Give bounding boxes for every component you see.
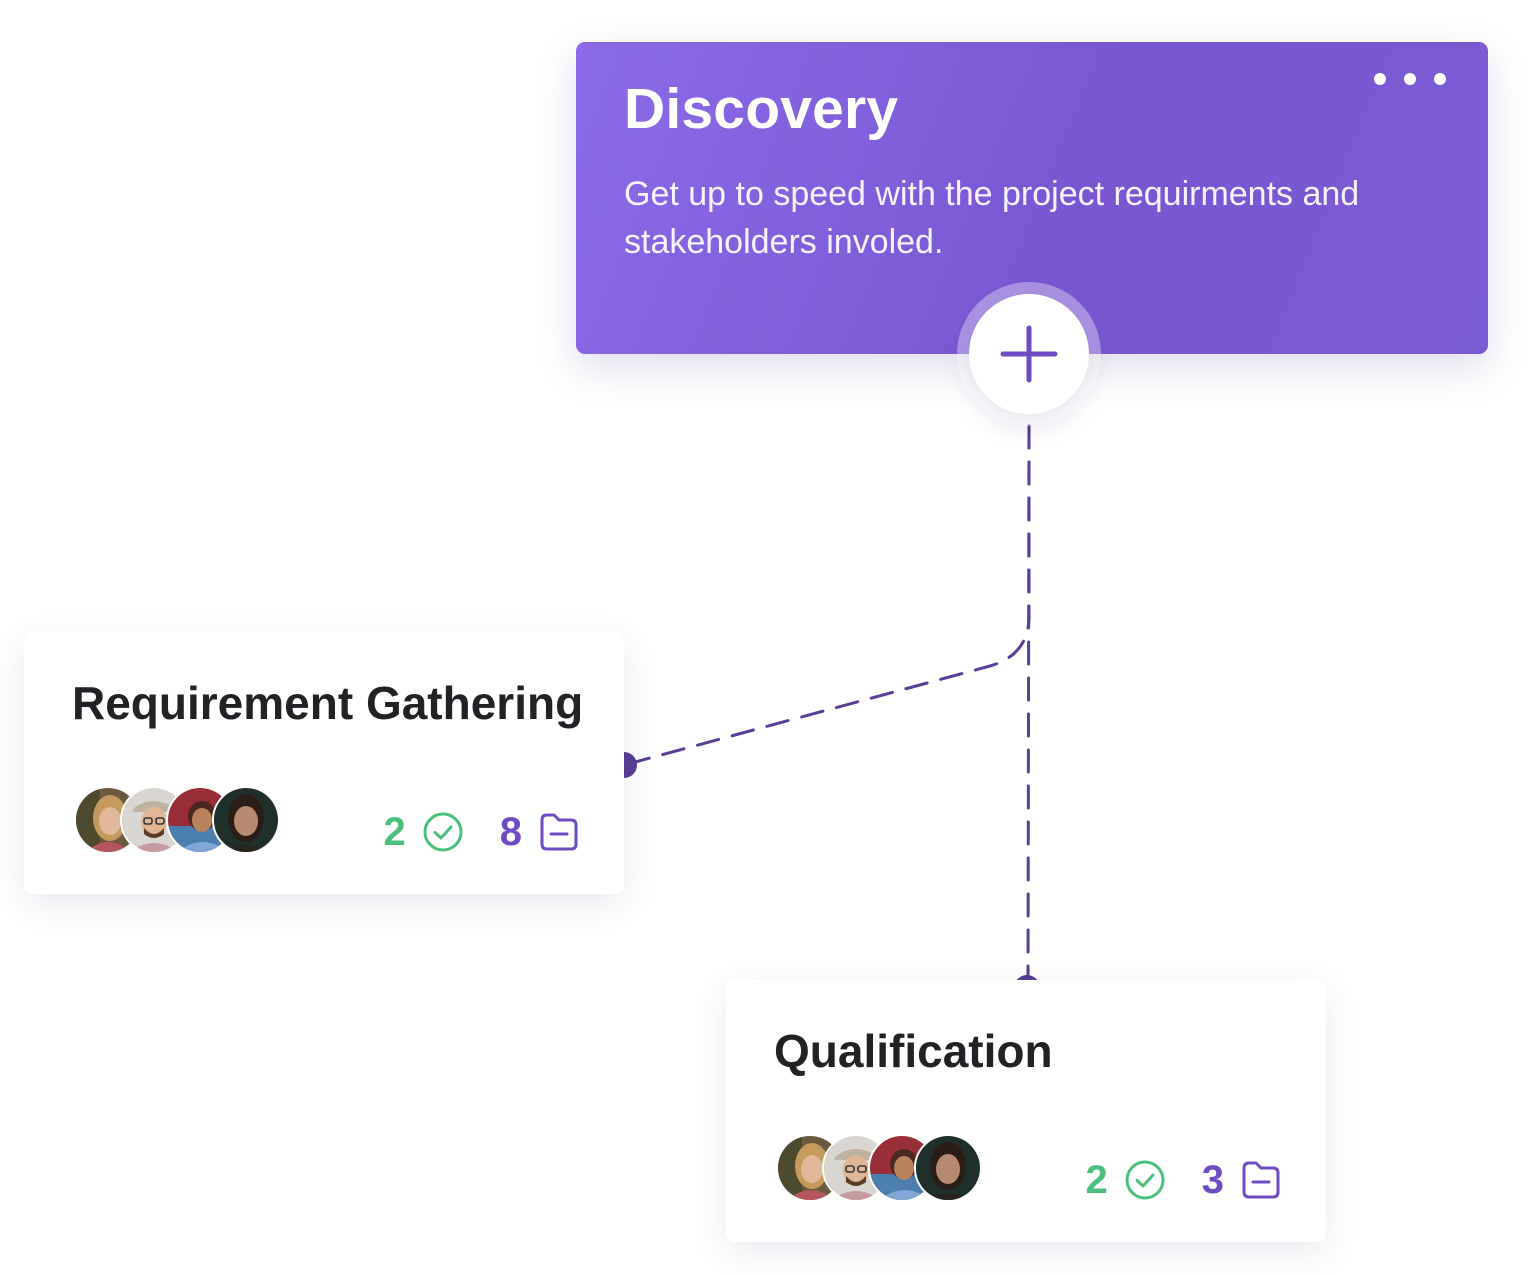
completed-count-value: 2: [383, 809, 406, 854]
avatar[interactable]: [212, 786, 280, 854]
avatar[interactable]: [914, 1134, 982, 1202]
files-count[interactable]: 3: [1202, 1158, 1282, 1203]
task-stats: 2 3: [1086, 1158, 1283, 1202]
completed-count[interactable]: 2: [1086, 1158, 1166, 1203]
folder-icon: [1242, 1161, 1280, 1199]
ellipsis-icon: [1404, 73, 1416, 85]
folder-icon: [540, 813, 578, 851]
task-title: Qualification: [774, 1025, 1053, 1077]
files-count-value: 3: [1201, 1157, 1224, 1202]
connector-to-requirement-gathering: [622, 424, 1031, 767]
ellipsis-icon: [1434, 73, 1446, 85]
check-circle-icon: [423, 812, 463, 852]
completed-count[interactable]: 2: [384, 810, 464, 855]
task-title: Requirement Gathering: [72, 677, 584, 729]
add-stage-button[interactable]: [969, 294, 1089, 414]
task-card-requirement-gathering[interactable]: Requirement Gathering: [24, 632, 624, 894]
discovery-description: Get up to speed with the project requirm…: [624, 175, 1360, 261]
ellipsis-icon: [1374, 73, 1386, 85]
task-card-qualification[interactable]: Qualification: [726, 980, 1326, 1242]
discovery-stage-card[interactable]: Discovery Get up to speed with the proje…: [576, 42, 1488, 354]
assignee-avatars: [776, 1134, 996, 1202]
task-stats: 2 8: [384, 810, 581, 854]
more-options-button[interactable]: [1374, 66, 1446, 92]
assignee-avatars: [74, 786, 294, 854]
files-count[interactable]: 8: [500, 810, 580, 855]
connector-to-qualification: [1026, 424, 1031, 990]
completed-count-value: 2: [1085, 1157, 1108, 1202]
check-circle-icon: [1125, 1160, 1165, 1200]
discovery-title: Discovery: [624, 77, 899, 141]
files-count-value: 8: [499, 809, 522, 854]
plus-icon: [1000, 325, 1058, 383]
